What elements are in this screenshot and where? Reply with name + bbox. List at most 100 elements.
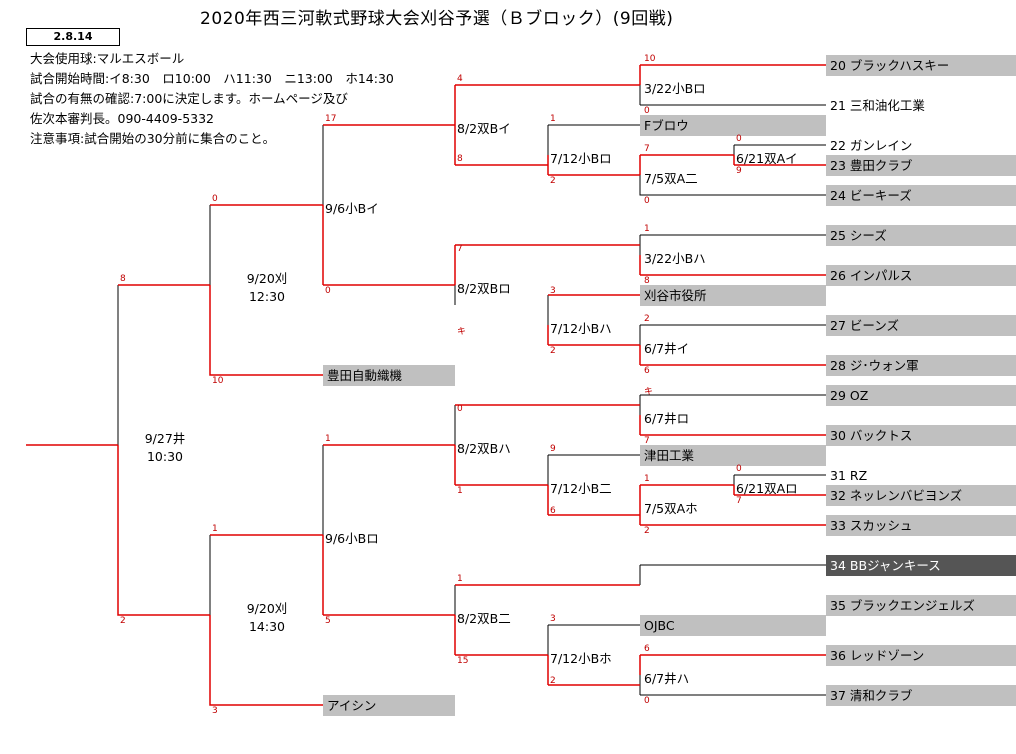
score-label: 1: [644, 474, 650, 484]
score-label: 5: [325, 616, 331, 626]
score-label: キ: [457, 327, 467, 337]
team-slot: 25 シーズ: [826, 225, 1016, 246]
team-slot: 34 BBジャンキース: [826, 555, 1016, 576]
score-label: 2: [644, 314, 650, 324]
info-line-start-times: 試合開始時間:イ8:30 ロ10:00 ハ11:30 ニ13:00 ホ14:30: [30, 71, 394, 86]
score-label: 0: [736, 464, 742, 474]
team-slot: 22 ガンレイン: [826, 135, 1016, 156]
score-label: 2: [550, 176, 556, 186]
team-slot: 刈谷市役所: [640, 285, 826, 306]
team-slot: 33 スカッシュ: [826, 515, 1016, 536]
team-slot: 23 豊田クラブ: [826, 155, 1016, 176]
info-line-referee: 佐次本審判長。090-4409-5332: [30, 111, 215, 126]
team-slot: 26 インパルス: [826, 265, 1016, 286]
score-label: 1: [457, 486, 463, 496]
score-label: 3: [212, 706, 218, 716]
match-label: 7/5双A二: [644, 171, 698, 186]
match-label: 8/2双B二: [457, 611, 511, 626]
team-slot: 21 三和油化工業: [826, 95, 1016, 116]
match-label: 7/5双Aホ: [644, 501, 698, 516]
team-slot: 35 ブラックエンジェルズ: [826, 595, 1016, 616]
match-label: 6/7井ロ: [644, 411, 690, 426]
score-label: 7: [644, 144, 650, 154]
match-label: 8/2双Bハ: [457, 441, 511, 456]
match-label: 3/22小Bハ: [644, 251, 706, 266]
team-slot: アイシン: [323, 695, 455, 716]
match-label: 7/12小Bハ: [550, 321, 612, 336]
score-label: 10: [644, 54, 656, 64]
team-slot: 24 ビーキーズ: [826, 185, 1016, 206]
score-label: 0: [644, 106, 650, 116]
score-label: 7: [457, 244, 463, 254]
semi-date: 9/20刈: [246, 601, 288, 616]
score-label: 8: [457, 154, 463, 164]
score-label: 0: [325, 286, 331, 296]
match-label: 8/2双Bイ: [457, 121, 511, 136]
score-label: 15: [457, 656, 469, 666]
score-label: 0: [212, 194, 218, 204]
score-label: キ: [644, 387, 654, 397]
page-title: 2020年西三河軟式野球大会刈谷予選（Ｂブロック）(9回戦): [200, 9, 674, 29]
score-label: 7: [736, 496, 742, 506]
score-label: 2: [120, 616, 126, 626]
match-label: 9/6小Bイ: [325, 201, 379, 216]
match-label: 3/22小Bロ: [644, 81, 706, 96]
final-date: 9/27井: [144, 431, 186, 446]
match-label: 7/12小Bホ: [550, 651, 612, 666]
team-slot: Fブロウ: [640, 115, 826, 136]
match-label: 7/12小B二: [550, 481, 612, 496]
match-label: 6/21双Aイ: [736, 151, 798, 166]
score-label: 6: [550, 506, 556, 516]
score-label: 6: [644, 366, 650, 376]
score-label: 0: [644, 696, 650, 706]
semi-time: 12:30: [248, 289, 286, 304]
score-label: 4: [457, 74, 463, 84]
score-label: 3: [550, 614, 556, 624]
score-label: 8: [644, 276, 650, 286]
score-label: 2: [644, 526, 650, 536]
team-slot: 20 ブラックハスキー: [826, 55, 1016, 76]
score-label: 0: [457, 404, 463, 414]
match-label: 6/21双Aロ: [736, 481, 798, 496]
score-label: 2: [550, 676, 556, 686]
score-label: 6: [644, 644, 650, 654]
team-slot: OJBC: [640, 615, 826, 636]
team-slot: 27 ビーンズ: [826, 315, 1016, 336]
score-label: 1: [325, 434, 331, 444]
team-slot: 豊田自動織機: [323, 365, 455, 386]
team-slot: 32 ネッレンバビヨンズ: [826, 485, 1016, 506]
team-slot: 31 RZ: [826, 465, 1016, 486]
team-slot: 37 清和クラブ: [826, 685, 1016, 706]
match-label: 6/7井ハ: [644, 671, 690, 686]
score-label: 1: [644, 224, 650, 234]
match-label: 6/7井イ: [644, 341, 690, 356]
team-slot: 30 バックトス: [826, 425, 1016, 446]
match-label: 8/2双Bロ: [457, 281, 511, 296]
final-time: 10:30: [146, 449, 184, 464]
score-label: 9: [736, 166, 742, 176]
team-slot: 28 ジ･ウォン軍: [826, 355, 1016, 376]
match-label: 9/6小Bロ: [325, 531, 379, 546]
score-label: 10: [212, 376, 224, 386]
team-slot: 29 OZ: [826, 385, 1016, 406]
score-label: 1: [212, 524, 218, 534]
info-line-confirmation: 試合の有無の確認:7:00に決定します。ホームページ及び: [30, 91, 348, 106]
score-label: 0: [644, 196, 650, 206]
team-slot: 36 レッドゾーン: [826, 645, 1016, 666]
info-line-notes: 注意事項:試合開始の30分前に集合のこと。: [30, 131, 276, 146]
date-code-box: 2.8.14: [26, 28, 120, 46]
score-label: 17: [325, 114, 337, 124]
score-label: 9: [550, 444, 556, 454]
score-label: 2: [550, 346, 556, 356]
score-label: 7: [644, 436, 650, 446]
score-label: 0: [736, 134, 742, 144]
semi-date: 9/20刈: [246, 271, 288, 286]
score-label: 8: [120, 274, 126, 284]
semi-time: 14:30: [248, 619, 286, 634]
team-slot: 津田工業: [640, 445, 826, 466]
match-label: 7/12小Bロ: [550, 151, 612, 166]
info-line-ball: 大会使用球:マルエスボール: [30, 51, 185, 66]
score-label: 1: [550, 114, 556, 124]
